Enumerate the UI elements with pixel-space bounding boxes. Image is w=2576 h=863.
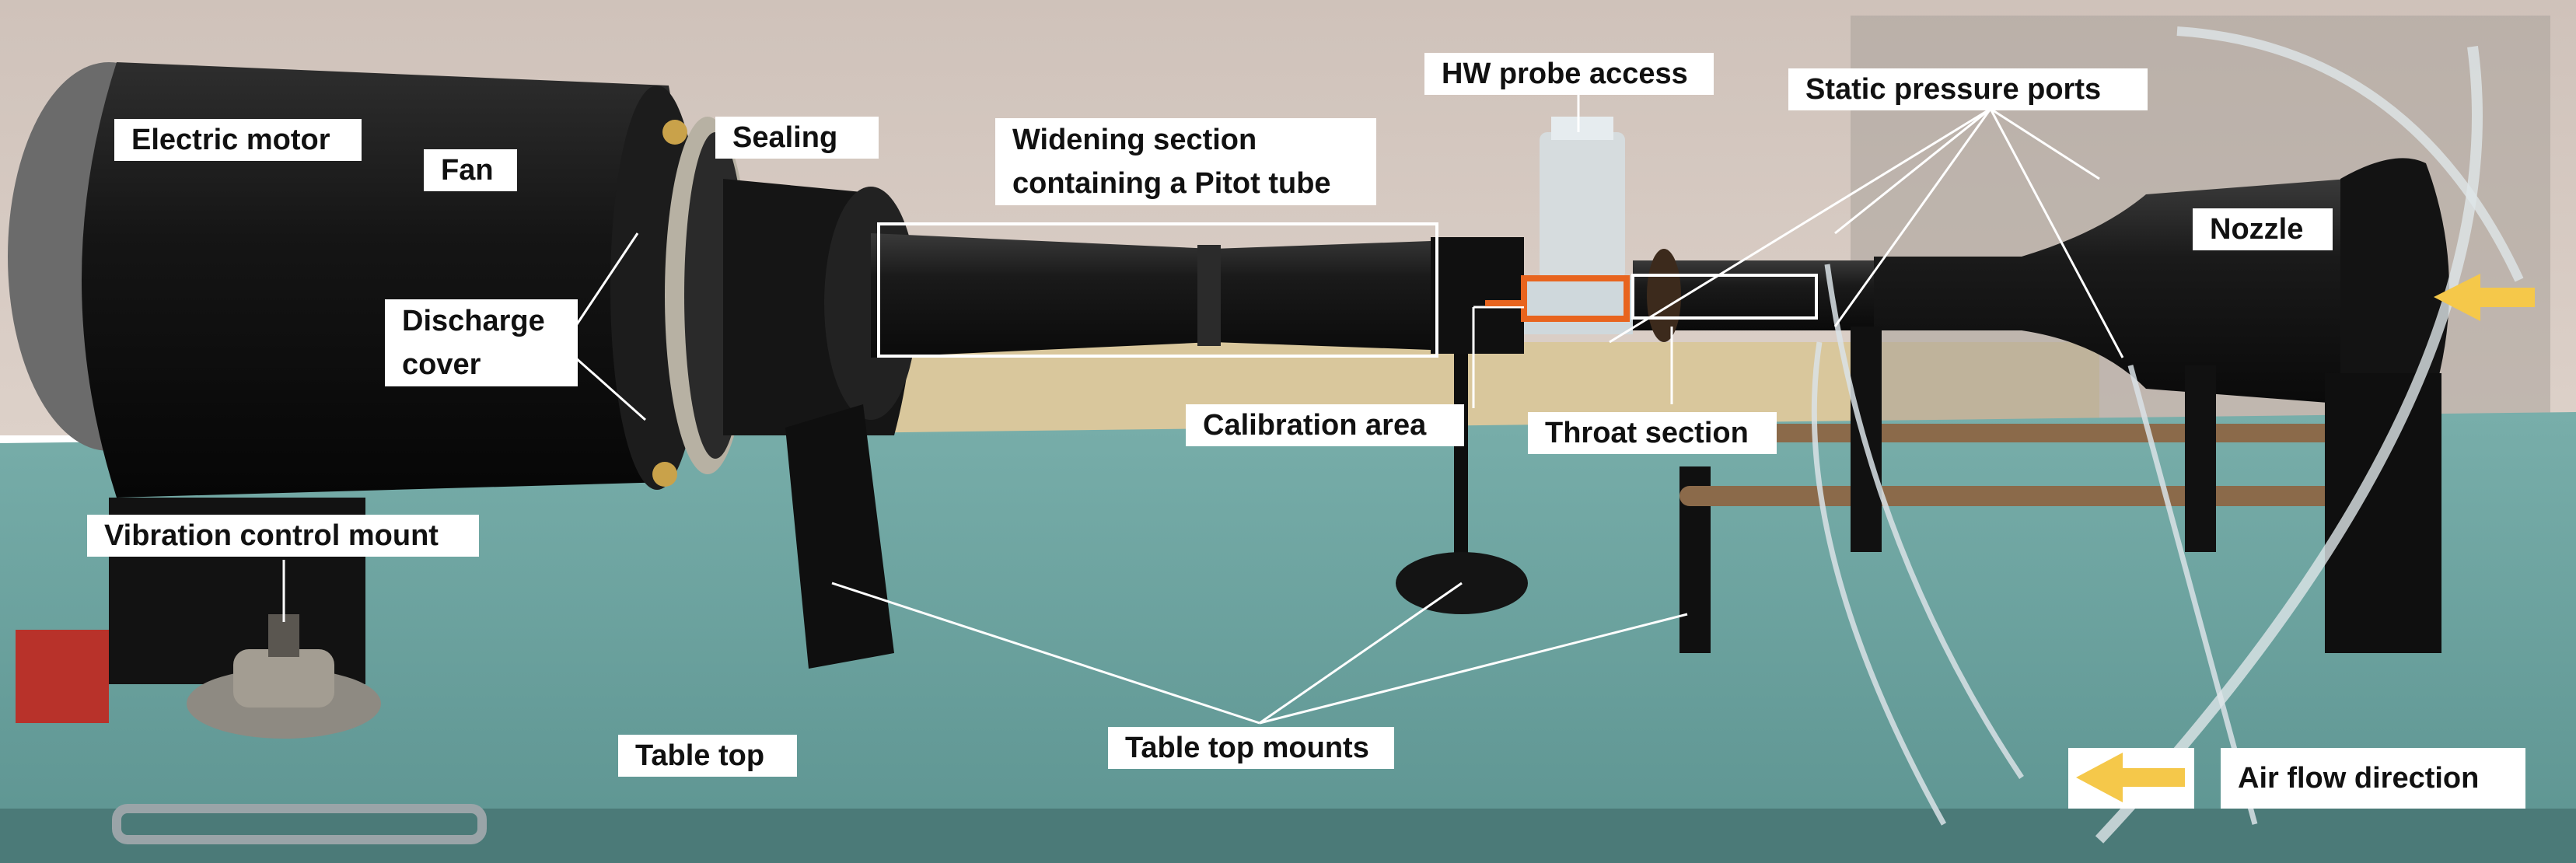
red-case-left [16,630,109,723]
calibration-stand-rod [1454,354,1468,579]
table-top-surface [0,412,2576,840]
widening-section-highlight [877,222,1438,358]
handle-left [112,804,487,844]
leader-mount-1 [831,582,1260,725]
vibration-mount-body [233,649,334,708]
label-table-top-mounts: Table top mounts [1108,727,1394,769]
label-electric-motor: Electric motor [114,119,362,161]
pressure-tube-1 [1824,264,2024,779]
widening-coupling [1431,237,1524,354]
label-table-top: Table top [618,735,797,777]
nozzle-mount-frame [2325,373,2441,653]
leader-static-1 [1834,107,1991,235]
widening-section-tube [871,233,1431,358]
label-air-flow-direction: Air flow direction [2221,748,2525,809]
pressure-tube-3 [1811,341,1947,826]
label-discharge-cover-line1: Discharge [402,305,545,337]
hw-probe-block [1540,132,1625,280]
calibration-highlight [1521,275,1630,322]
label-vibration-control-mount: Vibration control mount [87,515,479,557]
legend-arrow-svg [2076,753,2185,802]
label-throat-section: Throat section [1528,412,1777,454]
motor-housing [82,62,684,498]
leader-static-3 [1989,108,2124,358]
rod-upper [1687,424,2364,442]
throat-section-highlight [1631,274,1818,320]
label-hw-probe-access: HW probe access [1424,53,1714,95]
label-widening-section-line2: containing a Pitot tube [1012,167,1331,200]
leader-static-2 [1833,108,1992,327]
label-calibration-area: Calibration area [1186,404,1464,446]
label-nozzle: Nozzle [2193,208,2333,250]
label-widening-section-line1: Widening section [1012,124,1257,156]
leader-discharge-1 [574,232,639,327]
label-widening-section: Widening section containing a Pitot tube [995,118,1376,205]
label-discharge-cover-line2: cover [402,348,481,381]
motor-support-leg [785,404,894,669]
flow-arrow-legend [2076,753,2185,802]
calibration-window [1524,280,1633,334]
throat-flange [1647,249,1681,342]
label-static-pressure-ports: Static pressure ports [1788,68,2148,110]
leader-mount-2 [1259,582,1463,725]
side-hose-right [2095,46,2483,844]
widening-band [1197,245,1221,346]
legend-arrow-box [2068,748,2194,809]
hw-probe-cap [1551,117,1613,140]
bolt-top [662,120,687,145]
rod-lower [1679,486,2410,506]
label-sealing: Sealing [715,117,879,159]
leader-mount-3 [1259,613,1688,725]
bolt-bottom [652,462,677,487]
leader-static-4 [1990,107,2100,180]
label-fan: Fan [424,149,517,191]
side-hose-top [2176,26,2524,282]
post-right [2185,365,2216,552]
leader-discharge-2 [575,356,646,421]
leader-static-5 [1609,107,1991,344]
label-discharge-cover: Discharge cover [385,299,578,386]
flow-arrow-nozzle [2434,274,2535,321]
